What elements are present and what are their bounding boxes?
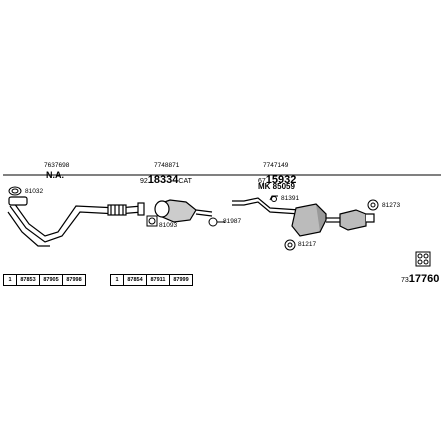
group-code-1: 7637698	[44, 162, 70, 169]
strip-marker-1: 1	[8, 277, 12, 283]
strip-code: 87911	[146, 275, 169, 285]
gasket-81032	[8, 186, 22, 196]
rear-silencer	[339, 209, 375, 231]
part-main-3: 15932	[265, 174, 297, 186]
group-part-3: 6715932	[258, 171, 296, 187]
catalog-main: 17760	[408, 273, 440, 285]
part-main-2: 18334	[147, 174, 179, 186]
centre-pipe	[232, 197, 301, 215]
group-code-2: 7748871	[154, 162, 180, 169]
callout-81093: 81093	[159, 222, 178, 229]
tail-pipe	[326, 217, 340, 223]
strip-code: 87998	[62, 275, 85, 285]
group-part-2: 9218334CAT	[140, 171, 192, 187]
part-prefix-3: 67	[258, 178, 266, 185]
catalog-number: 7317760	[401, 270, 439, 286]
kit-label: MK 85059	[258, 182, 295, 191]
strip-code: 87999	[169, 275, 192, 285]
callout-81273: 81273	[382, 202, 401, 209]
group-name-1: N.A.	[46, 170, 64, 180]
part-prefix-2: 92	[140, 178, 148, 185]
middle-silencer	[291, 203, 327, 237]
strip-code: 87905	[39, 275, 62, 285]
model-strip-1: 1 87853 87905 87998	[3, 274, 86, 286]
catalog-prefix: 73	[401, 277, 409, 284]
callout-81032: 81032	[25, 188, 44, 195]
callout-81987: 81987	[223, 218, 242, 225]
strip-marker-2: 1	[115, 277, 119, 283]
mount-81217	[284, 239, 296, 251]
hanger-81391	[269, 195, 278, 202]
gasket-81093	[146, 215, 158, 227]
strip-code: 87853	[16, 275, 39, 285]
callout-81391: 81391	[281, 195, 300, 202]
part-suffix-2: CAT	[178, 178, 192, 185]
catalytic-converter	[154, 199, 213, 223]
callout-81217: 81217	[298, 241, 317, 248]
strip-code: 87854	[123, 275, 146, 285]
group-code-3: 7747149	[263, 162, 289, 169]
hanger-81273	[367, 199, 379, 211]
clamp-81987	[208, 217, 225, 227]
model-strip-2: 1 87854 87911 87999	[110, 274, 193, 286]
front-pipe	[7, 196, 145, 247]
catalog-icon	[415, 251, 431, 267]
